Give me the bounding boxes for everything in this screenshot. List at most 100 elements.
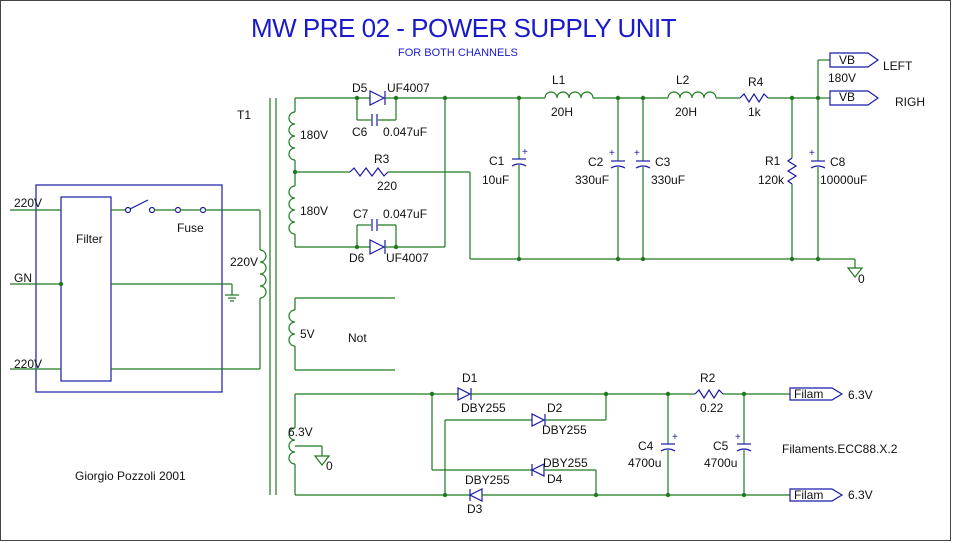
c1-value: 10uF [482,173,509,187]
ground-label-hv: 0 [858,272,865,286]
fuse-label: Fuse [177,221,204,235]
vb-left-output-tag [829,52,880,68]
r4-label: R4 [748,75,764,89]
c7-label: C7 [353,207,369,221]
hv-filter: 0 + C1 10uF L1 20H + C2 330uF + C3 [470,52,925,286]
c2-label: C2 [588,155,604,169]
vb-left-label: LEFT [883,59,913,73]
c4-label: C4 [638,439,654,453]
filam-bottom-output-tag [789,488,844,502]
c7-value: 0.047uF [383,207,427,221]
d3-part: DBY255 [465,473,510,487]
d4-part: DBY255 [543,456,588,470]
filter-block [60,196,112,382]
c3-label: C3 [655,155,671,169]
r3-value: 220 [377,179,397,193]
secondary-winding-180v-a [288,111,296,161]
inductor-l2-icon [667,91,717,99]
inductor-l1-icon [544,91,594,99]
filaments-note: Filaments.ECC88.X.2 [782,442,898,456]
d5-label: D5 [352,81,368,95]
r3-label: R3 [374,152,390,166]
vb-left-tag: VB [839,53,855,67]
d2-part: DBY255 [542,423,587,437]
l2-value: 20H [675,105,697,119]
c4-value: 4700u [628,456,661,470]
switch-icon [129,199,149,210]
transformer-t1: T1 220V 180V 180V 5V Not 6.3V 0 [230,98,395,495]
r2-label: R2 [700,371,716,385]
mains-top-label: 220V [14,196,42,210]
d2-label: D2 [547,401,563,415]
diode-d1-icon [457,387,472,401]
resistor-r2-icon [694,388,724,400]
ground-icon [313,455,331,466]
hv-rectifier: D5 UF4007 C6 0.047uF R3 220 C7 0.047u [295,81,545,265]
resistor-r1-icon [786,157,798,185]
winding-5v [288,309,296,347]
d1-part: DBY255 [461,401,506,415]
page-subtitle: FOR BOTH CHANNELS [398,47,518,59]
diode-d5-icon [369,90,386,106]
filter-label: Filter [76,232,103,246]
vb-right-output-tag [829,90,880,106]
author-credit: Giorgio Pozzoli 2001 [75,469,186,483]
c6-label: C6 [352,125,368,139]
svg-text:+: + [672,432,678,443]
l2-label: L2 [676,73,690,87]
filam-top-voltage: 6.3V [848,388,873,402]
r1-label: R1 [765,154,781,168]
winding-6v3 [288,427,296,465]
transformer-label: T1 [237,108,251,122]
diode-d2-icon [531,413,546,427]
svg-text:+: + [735,432,741,443]
r4-value: 1k [748,105,762,119]
ground-icon-hv [846,267,864,278]
c2-value: 330uF [575,173,609,187]
d1-label: D1 [462,371,478,385]
d5-part: UF4007 [387,81,430,95]
c6-value: 0.047uF [383,125,427,139]
d4-label: D4 [547,472,563,486]
filam-top-output-tag [789,387,844,401]
fuse-icon [174,206,182,214]
ground-label-lv: 0 [326,459,333,473]
winding-3-note: Not [348,331,367,345]
mains-ground-label: GN [14,271,32,285]
c5-value: 4700u [704,456,737,470]
resistor-r4-icon [739,92,769,104]
r1-value: 120k [758,173,785,187]
resistor-r3-icon [349,167,389,177]
d6-label: D6 [349,251,365,265]
r2-value: 0.22 [700,401,724,415]
switch-contact [124,206,132,214]
svg-text:+: + [809,148,815,159]
winding-4-label: 6.3V [288,425,313,439]
c5-label: C5 [713,439,729,453]
l1-label: L1 [552,73,566,87]
secondary-winding-180v-b [288,185,296,235]
svg-text:+: + [522,147,528,158]
svg-text:+: + [609,148,615,159]
winding-2-label: 180V [300,204,328,218]
vb-left-voltage: 180V [828,71,856,85]
diode-d3-icon [468,488,483,502]
c3-value: 330uF [651,173,685,187]
filam-bottom-voltage: 6.3V [848,488,873,502]
diode-d6-icon [369,239,386,255]
c8-label: C8 [830,155,846,169]
mains-enclosure [35,184,223,393]
d6-part: UF4007 [386,251,429,265]
primary-voltage-label: 220V [230,255,258,269]
filam-bottom-tag: Filam [794,488,823,502]
filam-top-tag: Filam [794,387,823,401]
primary-winding [259,249,267,299]
c1-label: C1 [489,154,505,168]
svg-text:+: + [634,148,640,159]
c8-value: 10000uF [820,173,867,187]
vb-right-tag: VB [839,90,855,104]
page-title: MW PRE 02 - POWER SUPPLY UNIT [251,13,677,43]
l1-value: 20H [551,105,573,119]
